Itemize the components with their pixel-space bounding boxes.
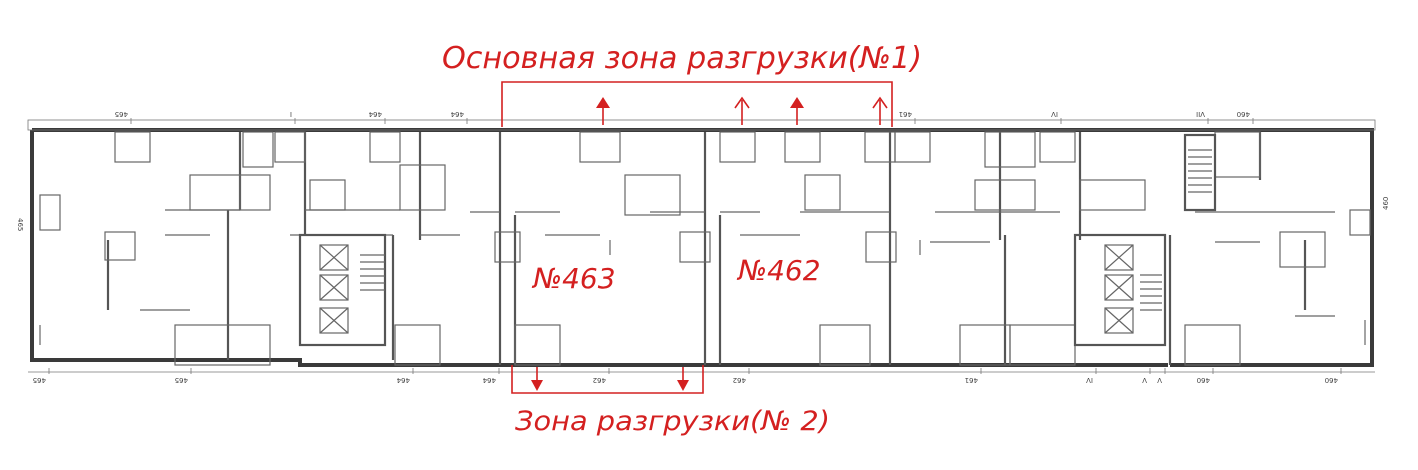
- axis-top-2: 464: [368, 110, 382, 118]
- unit-462-label: №462: [736, 254, 821, 287]
- axis-top-1: I: [290, 110, 292, 118]
- axis-bottom-2: 464: [396, 376, 410, 384]
- zone1-label: Основная зона разгрузки(№1): [442, 41, 922, 76]
- zone2-bracket: [511, 365, 704, 394]
- axis-bottom-1: 465: [175, 376, 188, 384]
- axis-top-5: IV: [1051, 110, 1058, 118]
- zone2-label: Зона разгрузки(№ 2): [515, 406, 830, 437]
- axis-bottom-4: 462: [593, 376, 606, 384]
- axis-top-4: 461: [899, 110, 912, 118]
- axis-label-right: 460: [1382, 197, 1390, 210]
- axis-labels-top: 465 I 464 464 461 IV VII 460: [115, 110, 1254, 124]
- axis-bottom-0: 465: [33, 376, 46, 384]
- stair-cores: [298, 133, 1217, 347]
- axis-bottom-7: IV: [1086, 376, 1093, 384]
- axis-top-0: 465: [115, 110, 128, 118]
- building-outline: [27, 119, 1376, 373]
- axis-top-7: 460: [1237, 110, 1250, 118]
- service-rooms: [39, 131, 1371, 366]
- axis-bottom-11: 460: [1325, 376, 1338, 384]
- axis-top-3: 464: [450, 110, 464, 118]
- axis-bottom-10: 460: [1197, 376, 1210, 384]
- unit-463-label: №463: [531, 262, 616, 295]
- axis-bottom-3: 464: [482, 376, 496, 384]
- axis-bottom-9: V: [1157, 376, 1162, 384]
- axis-bottom-8: V: [1142, 376, 1147, 384]
- zone1-bracket: [501, 81, 893, 127]
- axis-label-left: 465: [16, 218, 24, 231]
- partition-walls: [39, 132, 1366, 365]
- axis-bottom-5: 462: [733, 376, 746, 384]
- axis-top-6: VII: [1196, 110, 1205, 118]
- axis-labels-bottom: 465 465 464 464 462 462 461 IV V V 460 460: [33, 368, 1342, 384]
- axis-bottom-6: 461: [965, 376, 978, 384]
